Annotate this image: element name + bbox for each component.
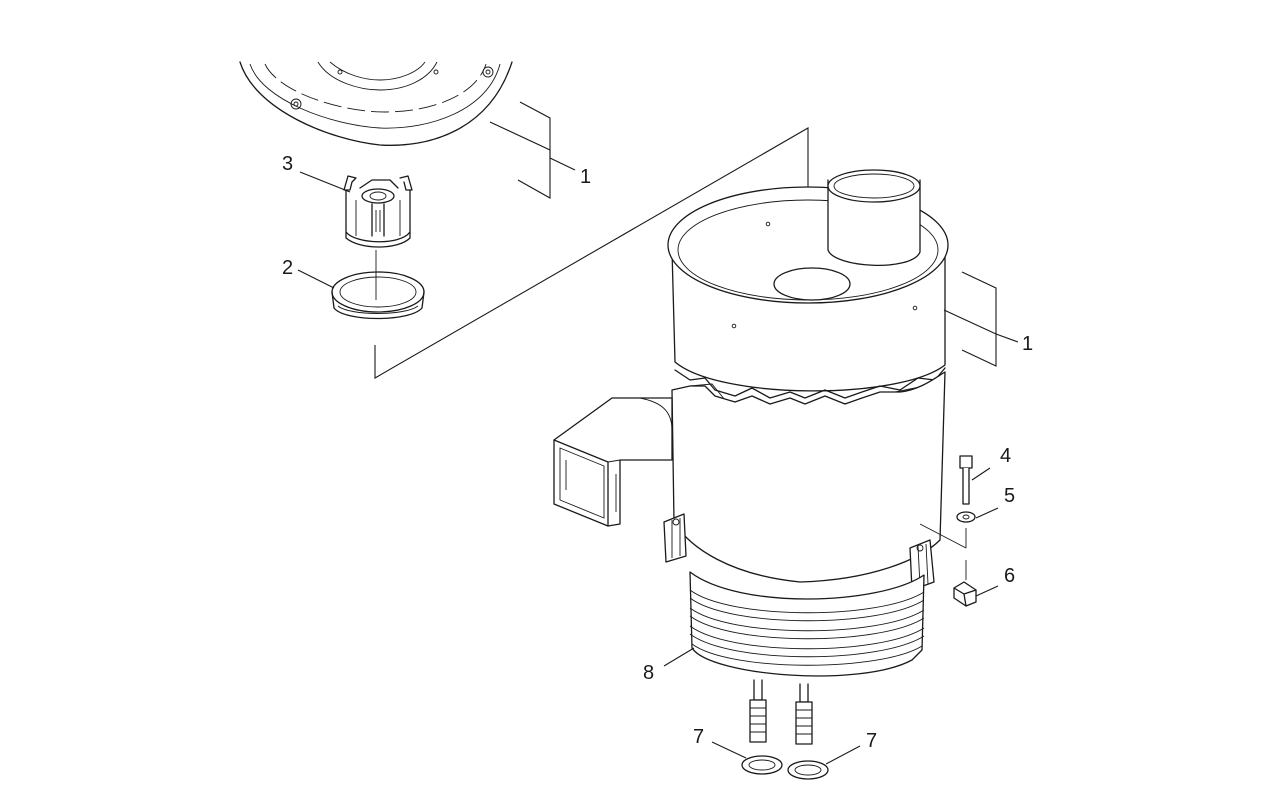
- callout-1-top: 1: [580, 166, 591, 188]
- callout-4: 4: [1000, 445, 1011, 467]
- callout-8: 8: [643, 662, 654, 684]
- leader-lines: [297, 171, 999, 765]
- o-ring-left: [741, 755, 783, 775]
- bolt-part: [959, 455, 973, 505]
- o-ring-right: [787, 760, 829, 780]
- callout-5: 5: [1004, 485, 1015, 507]
- callout-2: 2: [282, 257, 293, 279]
- main-housing-part: [553, 169, 967, 677]
- hose-fittings: [749, 679, 813, 745]
- cage-insert-part: [343, 175, 413, 248]
- bracket-right: [943, 271, 1019, 367]
- callout-1-right: 1: [1022, 333, 1033, 355]
- callout-6: 6: [1004, 565, 1015, 587]
- bracket-top: [489, 101, 576, 199]
- callout-3: 3: [282, 153, 293, 175]
- seal-ring-part: [331, 271, 425, 320]
- washer-part: [956, 511, 976, 523]
- clip-nut-part: [953, 581, 977, 607]
- callout-7-left: 7: [693, 726, 704, 748]
- top-cover-part: [239, 61, 513, 146]
- callout-7-right: 7: [866, 730, 877, 752]
